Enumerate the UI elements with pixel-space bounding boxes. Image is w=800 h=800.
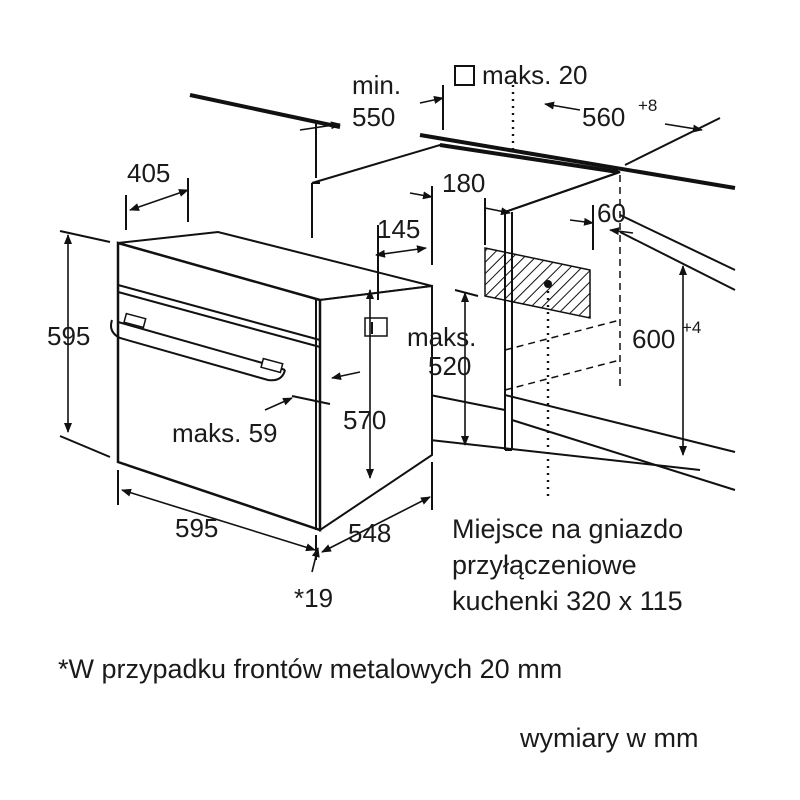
label-footnote-ref: *19 [294, 583, 333, 613]
label-maks-59: maks. 59 [172, 418, 278, 448]
dimension-lines [59, 65, 721, 573]
niche-floor-right [511, 419, 736, 491]
label-min: min. [352, 70, 401, 100]
socket-note-line2: przyłączeniowe [452, 550, 637, 580]
label-405: 405 [127, 158, 170, 188]
label-60: 60 [597, 198, 626, 228]
label-548: 548 [348, 518, 391, 548]
worktop-left-edge [189, 93, 341, 129]
oven [110, 230, 433, 532]
label-maks-520: maks. [407, 322, 476, 352]
cabinet-niche [189, 85, 736, 500]
oven-front [116, 241, 322, 532]
worktop-right-edge [419, 133, 736, 190]
label-560-tolerance: +8 [638, 96, 657, 115]
control-panel-edge [117, 284, 321, 341]
niche-front-rail [439, 143, 619, 174]
socket-area [484, 247, 591, 319]
label-570: 570 [343, 405, 386, 435]
socket-note: Miejsce na gniazdo przyłączeniowe kuchen… [452, 514, 683, 616]
label-520: 520 [428, 351, 471, 381]
label-145: 145 [377, 214, 420, 244]
footnote: *W przypadku frontów metalowych 20 mm [58, 654, 562, 684]
label-595-height: 595 [47, 321, 90, 351]
socket-note-line3: kuchenki 320 x 115 [452, 586, 683, 616]
label-600-tolerance: +4 [682, 318, 701, 337]
label-maks-20: maks. 20 [482, 60, 588, 90]
label-180: 180 [442, 168, 485, 198]
label-595-width: 595 [175, 513, 218, 543]
units-note: wymiary w mm [519, 723, 698, 753]
oven-handle [110, 319, 286, 382]
square-symbol [454, 65, 475, 86]
mounting-bracket [364, 317, 388, 337]
socket-note-line1: Miejsce na gniazdo [452, 514, 683, 544]
label-550: 550 [352, 102, 395, 132]
dimension-labels: min. 550 maks. 20 560 +8 405 180 145 60 … [47, 60, 701, 613]
label-560: 560 [582, 102, 625, 132]
label-600: 600 [632, 324, 675, 354]
